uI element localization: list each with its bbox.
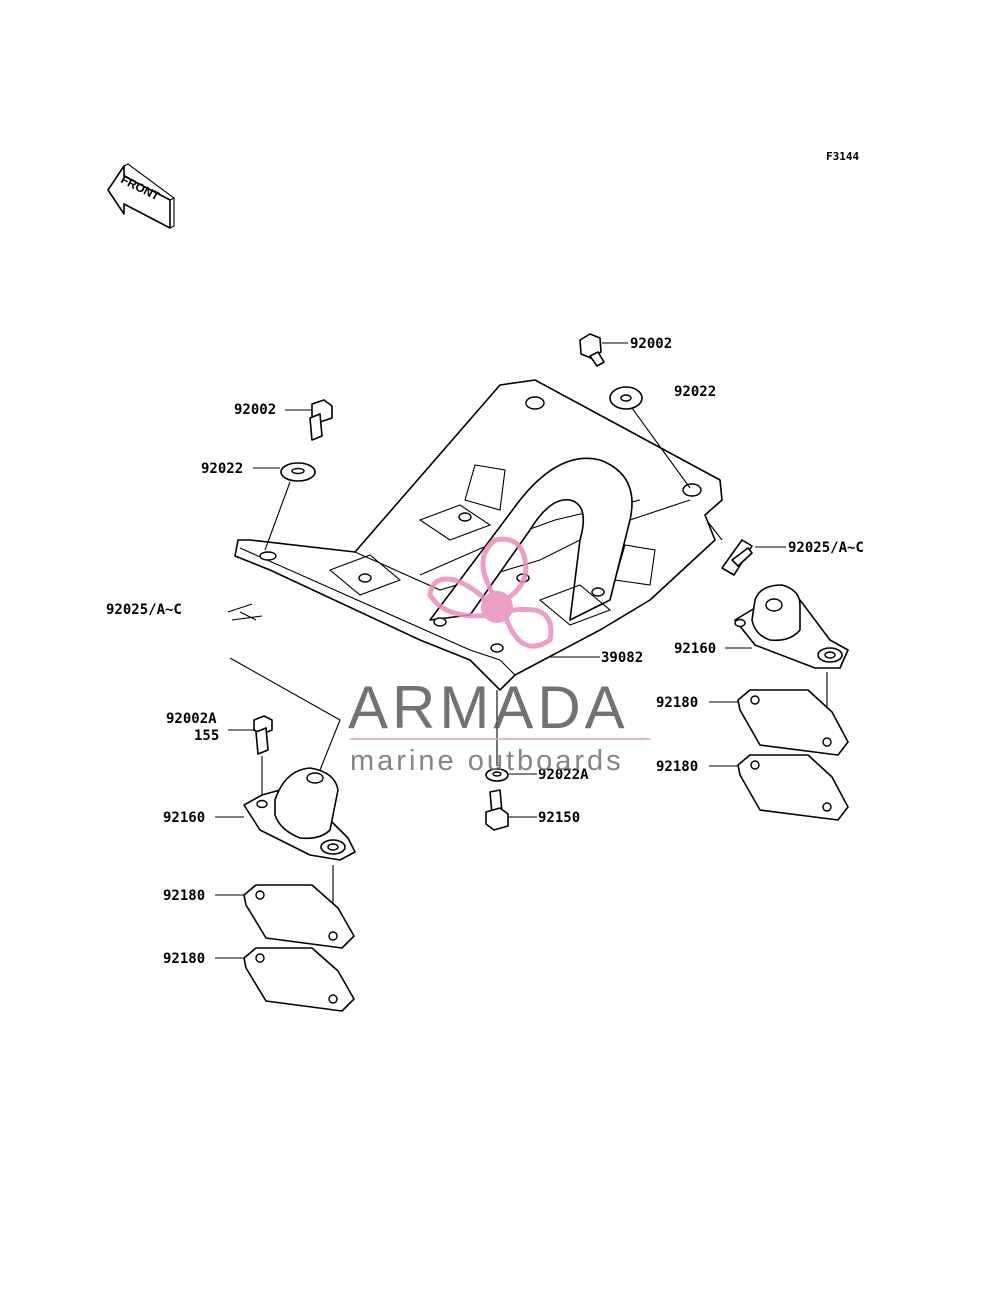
- callout-shim-left-1: 92180: [163, 888, 205, 904]
- watermark-divider: [350, 738, 650, 740]
- shim-left-1: [243, 884, 355, 949]
- clip-right: [721, 539, 753, 576]
- bolt-top-left: [309, 399, 333, 441]
- propeller-icon: [427, 536, 554, 649]
- clip-left: [227, 603, 263, 621]
- bolt-left-a: [253, 715, 273, 755]
- callout-mount-left: 92160: [163, 810, 205, 826]
- watermark-tagline: marine outboards: [350, 745, 624, 777]
- mount-left: [243, 767, 356, 861]
- shim-left-2: [243, 947, 355, 1012]
- callout-clip-left: 92025/A~C: [106, 602, 182, 618]
- callout-bolt-top-left: 92002: [234, 402, 276, 418]
- callout-shim-right-1: 92180: [656, 695, 698, 711]
- callout-shim-right-2: 92180: [656, 759, 698, 775]
- callout-mount-right: 92160: [674, 641, 716, 657]
- callout-bolt-center: 92150: [538, 810, 580, 826]
- shim-right-1: [737, 689, 849, 756]
- figure-id: F3144: [826, 150, 859, 163]
- front-arrow-icon: FRONT: [107, 163, 176, 229]
- callout-washer-center: 92022A: [538, 767, 589, 783]
- watermark: ARMADA marine outboards: [348, 536, 650, 777]
- mount-right: [734, 584, 849, 669]
- bolt-top-right: [579, 333, 605, 367]
- engine-bed: [234, 379, 723, 691]
- bolt-center: [485, 789, 509, 831]
- callout-washer-top-right: 92022: [674, 384, 716, 400]
- callout-bed: 39082: [601, 650, 643, 666]
- watermark-brand: ARMADA: [348, 674, 629, 741]
- callout-washer-top-left: 92022: [201, 461, 243, 477]
- callout-bolt-top-right: 92002: [630, 336, 672, 352]
- callout-clip-right: 92025/A~C: [788, 540, 864, 556]
- shim-right-2: [737, 754, 849, 821]
- callout-bolt-left-a-torque: 155: [194, 728, 219, 744]
- callout-bolt-left-a: 92002A: [166, 711, 217, 727]
- callout-shim-left-2: 92180: [163, 951, 205, 967]
